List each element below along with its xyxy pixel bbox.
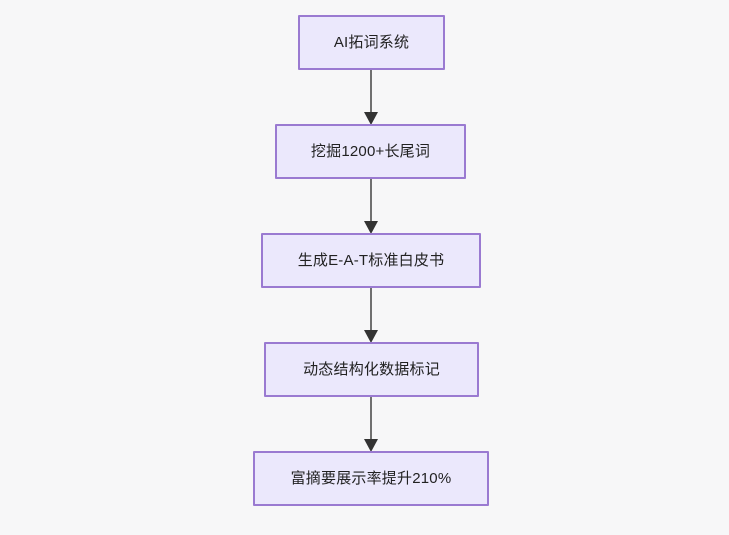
flow-node-label: 生成E-A-T标准白皮书 xyxy=(297,251,445,269)
flow-node-rich-snippet-result[interactable]: 富摘要展示率提升210% xyxy=(253,451,489,506)
flow-node-label: 挖掘1200+长尾词 xyxy=(310,142,431,160)
flow-node-ai-keyword-system[interactable]: AI拓词系统 xyxy=(298,15,445,70)
flow-node-label: 动态结构化数据标记 xyxy=(303,360,440,378)
arrowhead-icon xyxy=(364,221,378,234)
arrowhead-icon xyxy=(364,112,378,125)
flow-node-label: 富摘要展示率提升210% xyxy=(290,469,452,487)
flow-node-label: AI拓词系统 xyxy=(333,33,410,51)
arrowhead-icon xyxy=(364,439,378,452)
flow-node-longtail-keywords[interactable]: 挖掘1200+长尾词 xyxy=(275,124,466,179)
flow-node-structured-data-markup[interactable]: 动态结构化数据标记 xyxy=(264,342,479,397)
edge-n4-n5 xyxy=(364,395,378,452)
edge-n1-n2 xyxy=(364,68,378,125)
edge-n3-n4 xyxy=(364,286,378,343)
arrowhead-icon xyxy=(364,330,378,343)
edge-n2-n3 xyxy=(364,177,378,234)
flow-node-eat-whitepaper[interactable]: 生成E-A-T标准白皮书 xyxy=(261,233,481,288)
